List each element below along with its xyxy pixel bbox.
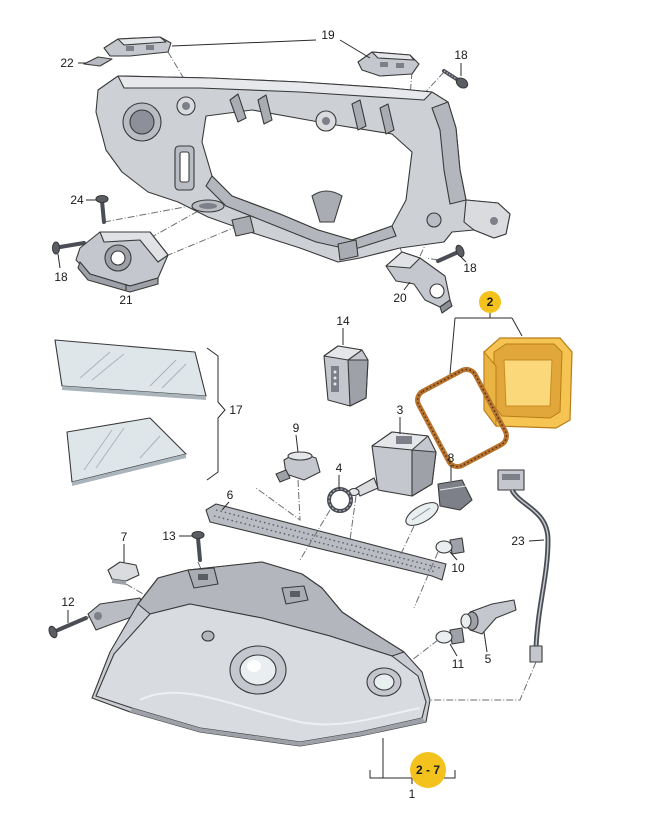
headlight-housing (95, 75, 511, 263)
screw-part-18-top (442, 69, 469, 89)
callout-2-7: 2 - 7 (416, 763, 440, 777)
callout-24: 24 (70, 193, 84, 207)
bulb-part-11 (435, 627, 465, 645)
callout-8: 8 (448, 451, 455, 465)
callout-13: 13 (162, 529, 176, 543)
bulb-part-10 (435, 537, 465, 555)
connector-part-14 (323, 345, 369, 407)
callout-4: 4 (336, 461, 343, 475)
callout-labels: 19 22 18 24 18 21 20 18 2 14 17 9 3 4 8 … (54, 28, 525, 801)
gasket-part-2 (415, 366, 509, 470)
callout-23: 23 (511, 534, 525, 548)
callout-10: 10 (451, 561, 465, 575)
glass-pane-lower-17 (66, 417, 187, 486)
screw-part-12 (48, 616, 88, 639)
bulb-socket-part-9 (275, 451, 321, 483)
callout-17: 17 (229, 403, 243, 417)
callout-22: 22 (60, 56, 74, 70)
brace-17 (206, 347, 226, 481)
callout-18-right: 18 (463, 261, 477, 275)
headlight-assembly-part-1 (87, 561, 431, 747)
bulb-part-8 (405, 479, 473, 526)
callout-2: 2 (487, 295, 494, 309)
callout-18-left: 18 (54, 270, 68, 284)
bulb-socket-part-5 (460, 599, 517, 635)
screw-part-18-right (436, 244, 465, 263)
leader-lines (57, 39, 545, 657)
clip-part-19-right (357, 51, 420, 77)
bracket-part-21 (75, 231, 169, 293)
callout-1: 1 (409, 787, 416, 801)
callout-9: 9 (293, 421, 300, 435)
callout-18-top: 18 (454, 48, 468, 62)
callout-12: 12 (61, 595, 75, 609)
ring-part-4 (327, 487, 353, 513)
callout-5: 5 (485, 652, 492, 666)
callout-14: 14 (336, 314, 350, 328)
seal-strip-part-6 (205, 503, 447, 581)
callout-19: 19 (321, 28, 335, 42)
callout-bracket-2 (449, 313, 523, 375)
highlight-badge-2-7 (410, 752, 446, 788)
clip-part-7 (107, 561, 140, 585)
cable-part-23 (497, 469, 551, 663)
glass-pane-upper-17 (54, 339, 207, 400)
screw-part-24 (95, 194, 109, 224)
clip-part-19-left (103, 36, 172, 57)
callout-21: 21 (119, 293, 133, 307)
callout-11: 11 (452, 657, 465, 671)
callout-3: 3 (397, 403, 404, 417)
screw-part-13 (191, 530, 205, 562)
callout-20: 20 (393, 291, 407, 305)
highlight-badge-2 (479, 291, 501, 313)
screw-part-18-left (51, 241, 86, 255)
clip-part-22 (83, 56, 113, 67)
module-part-3 (348, 431, 437, 497)
callout-6: 6 (227, 488, 234, 502)
callout-7: 7 (121, 530, 128, 544)
bracket-part-20 (385, 251, 453, 314)
assembly-lines-lower (85, 479, 537, 701)
cover-part-2 (483, 337, 573, 429)
